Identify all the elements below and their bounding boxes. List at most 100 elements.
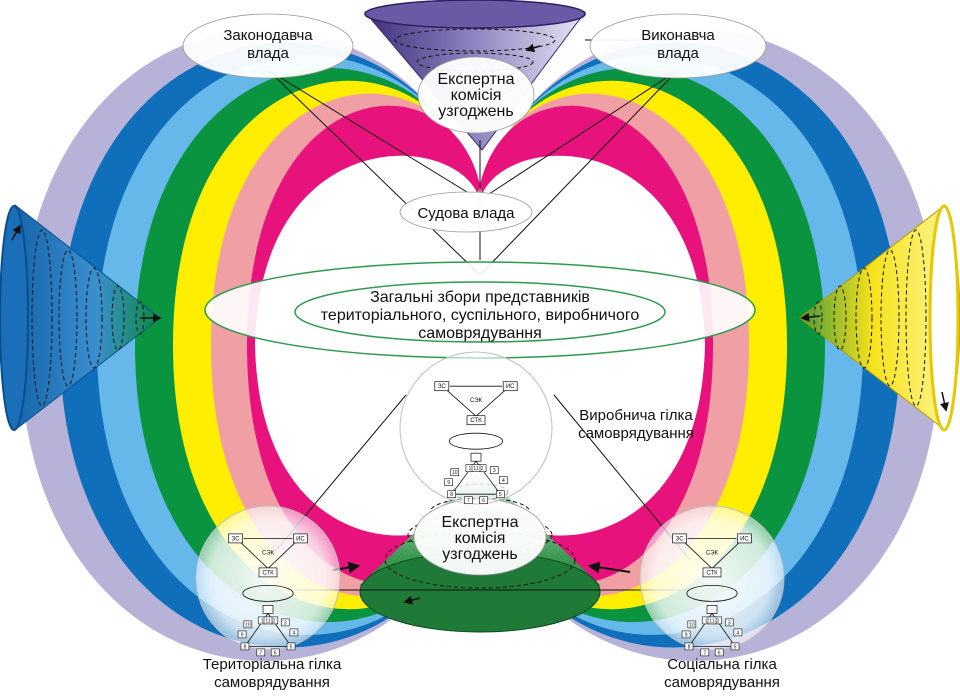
mini-tree-node bbox=[489, 466, 499, 475]
branch-bubble-circle bbox=[639, 505, 785, 651]
right-cone-spiral bbox=[833, 285, 847, 351]
mini-node-right bbox=[293, 533, 308, 544]
right-cone-arrow bbox=[800, 312, 821, 322]
mini-tree-frame bbox=[688, 613, 736, 647]
mini-link bbox=[446, 389, 477, 417]
mini-tree-node bbox=[270, 648, 280, 657]
mini-node-bottom bbox=[258, 567, 278, 578]
mini-tree-node-label: 1 bbox=[261, 618, 264, 624]
mini-node-left bbox=[228, 533, 243, 544]
mini-tree-node bbox=[714, 648, 724, 657]
mini-tree-node bbox=[681, 630, 691, 639]
right-cone-rim bbox=[928, 204, 960, 432]
mini-tree-node bbox=[256, 648, 266, 657]
mini-tree-node-label: 9 bbox=[241, 632, 244, 638]
left-cone-spiral bbox=[58, 249, 78, 387]
mini-tree-root bbox=[706, 605, 718, 614]
mini-ellipse bbox=[448, 432, 503, 450]
mini-tree-node bbox=[733, 628, 743, 637]
mini-tree-node-label: 1 bbox=[469, 466, 472, 472]
mini-link bbox=[684, 542, 713, 569]
mini-tree-node bbox=[464, 496, 473, 505]
top-cone-spiral bbox=[394, 28, 556, 52]
mini-tree-node-label: 5 bbox=[734, 644, 737, 650]
left-cone-spiral bbox=[31, 229, 53, 407]
mini-tree-node-label: 9 bbox=[685, 632, 688, 638]
mini-link bbox=[240, 542, 269, 569]
mini-tree-node-label: 11 bbox=[265, 618, 270, 624]
mini-tree-node bbox=[286, 642, 296, 651]
mini-tree-node-label: 6 bbox=[274, 650, 277, 656]
mini-tree-node-label: 6 bbox=[718, 650, 721, 656]
legislative-ellipse bbox=[182, 13, 354, 79]
right-cone-spiral bbox=[813, 301, 823, 335]
mini-tree-root bbox=[470, 452, 482, 462]
mini-tree-node-label: 7 bbox=[467, 498, 470, 504]
mini-tree-node-label: 2 bbox=[716, 618, 719, 624]
mini-node-center-label: СЭК bbox=[470, 398, 483, 404]
mini-link bbox=[267, 542, 296, 569]
mini-tree-node-label: 7 bbox=[259, 650, 262, 656]
mini-node-right bbox=[502, 381, 518, 392]
mini-tree-node-label: 11 bbox=[709, 618, 714, 624]
mini-tree-node bbox=[496, 490, 505, 499]
mini-ellipse bbox=[242, 585, 294, 602]
mini-link bbox=[711, 542, 740, 569]
mini-tree-node-label: 9 bbox=[447, 480, 450, 486]
executive-ellipse bbox=[589, 13, 767, 79]
mini-node-right-label: ИС bbox=[506, 384, 515, 390]
mini-ellipse bbox=[686, 585, 738, 602]
mini-tree-node-label: 5 bbox=[290, 644, 293, 650]
mini-tree-node bbox=[240, 642, 250, 651]
mini-tree-node-label: 5 bbox=[499, 492, 502, 498]
mini-tree-node-label: 10 bbox=[245, 622, 251, 628]
right-cone-spiral bbox=[855, 267, 873, 369]
mini-node-left bbox=[434, 381, 450, 392]
mini-tree-node bbox=[444, 478, 453, 487]
left-cone-spiral bbox=[111, 285, 125, 351]
right-cone-arrow bbox=[940, 391, 949, 412]
bottom-cone-arrow bbox=[403, 595, 421, 605]
mini-node-left-label: ЗС bbox=[232, 536, 241, 542]
connector-line bbox=[479, 69, 679, 201]
mini-tree-node-label: 1 bbox=[705, 618, 708, 624]
mini-tree-node-label: 3 bbox=[284, 620, 287, 626]
mini-tree-node-label: 8 bbox=[450, 492, 453, 498]
right-cone-spiral bbox=[880, 249, 900, 387]
judicial-label: Судова влада bbox=[417, 205, 515, 222]
mini-tree-node bbox=[280, 618, 290, 627]
mini-tree-node-label: 8 bbox=[688, 644, 691, 650]
mini-node-bottom-label: СТК bbox=[470, 418, 482, 424]
mini-tree-node-label: 7 bbox=[703, 650, 706, 656]
mini-node-right-label: ИС bbox=[296, 536, 305, 542]
mini-tree-node bbox=[707, 616, 717, 625]
mini-tree-node-label: 6 bbox=[482, 498, 485, 504]
branch-bubble-circle bbox=[195, 505, 341, 651]
label-ellipses bbox=[182, 13, 767, 576]
mini-tree-node bbox=[237, 630, 247, 639]
judicial-ellipse bbox=[399, 191, 533, 233]
mini-tree-node bbox=[724, 618, 734, 627]
mini-node-bottom bbox=[702, 567, 722, 578]
mini-tree-node bbox=[447, 490, 456, 499]
mini-tree-node-label: 4 bbox=[502, 478, 505, 484]
mini-node-right bbox=[737, 533, 752, 544]
connector-line bbox=[267, 69, 481, 201]
mini-link bbox=[475, 389, 506, 417]
left-cone-spiral bbox=[85, 267, 103, 369]
expert-top-ellipse bbox=[417, 56, 535, 134]
mini-tree-node bbox=[479, 496, 488, 505]
mini-node-left bbox=[672, 533, 687, 544]
connector-line bbox=[479, 69, 679, 276]
